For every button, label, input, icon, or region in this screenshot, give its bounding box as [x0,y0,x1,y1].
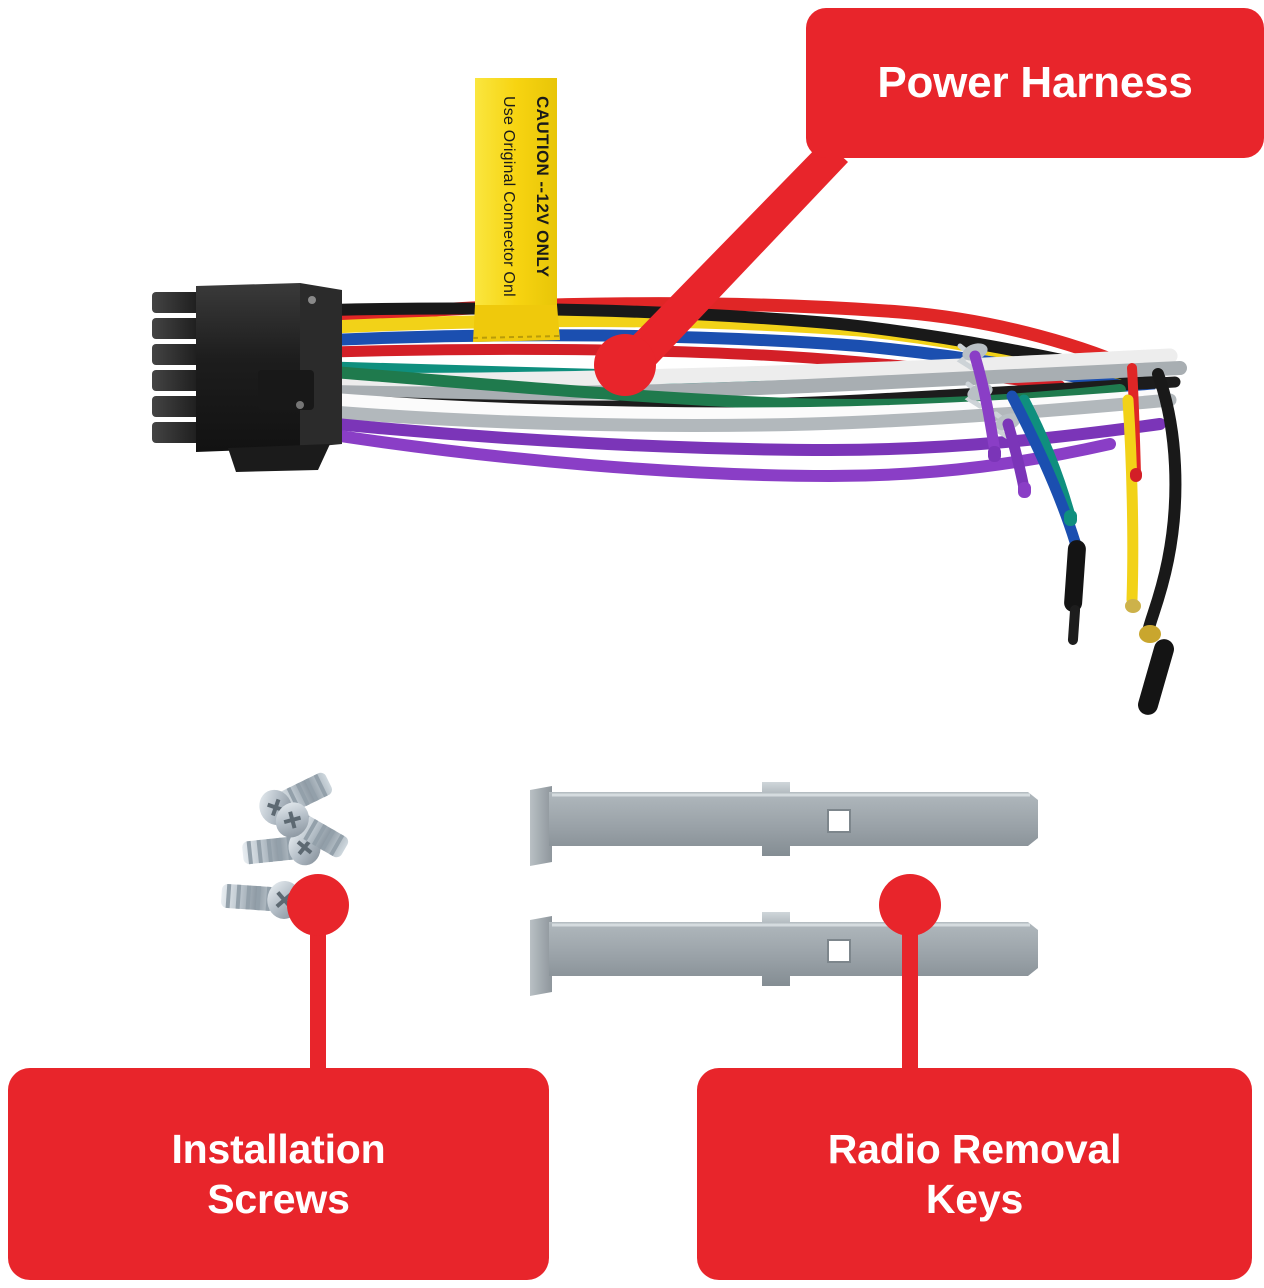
callout-dot-power-harness [594,334,656,396]
svg-text:Use Original Connector Onl: Use Original Connector Onl [500,96,517,297]
callout-dot-installation-screws [287,874,349,936]
svg-text:CAUTION --12V ONLY: CAUTION --12V ONLY [533,96,552,278]
callout-power-harness[interactable]: Power Harness [806,8,1264,158]
callout-label-power-harness: Power Harness [877,58,1193,108]
leader-line-radio-removal-keys [902,900,918,1076]
leader-line-installation-screws [310,900,326,1076]
harness-connector [152,283,342,472]
radio-removal-key [530,782,1038,866]
callout-dot-radio-removal-keys [879,874,941,936]
screw [275,802,349,858]
screw [221,880,302,919]
leader-line-power-harness [617,140,848,380]
caution-tag: CAUTION --12V ONLY Use Original Connecto… [472,78,561,342]
